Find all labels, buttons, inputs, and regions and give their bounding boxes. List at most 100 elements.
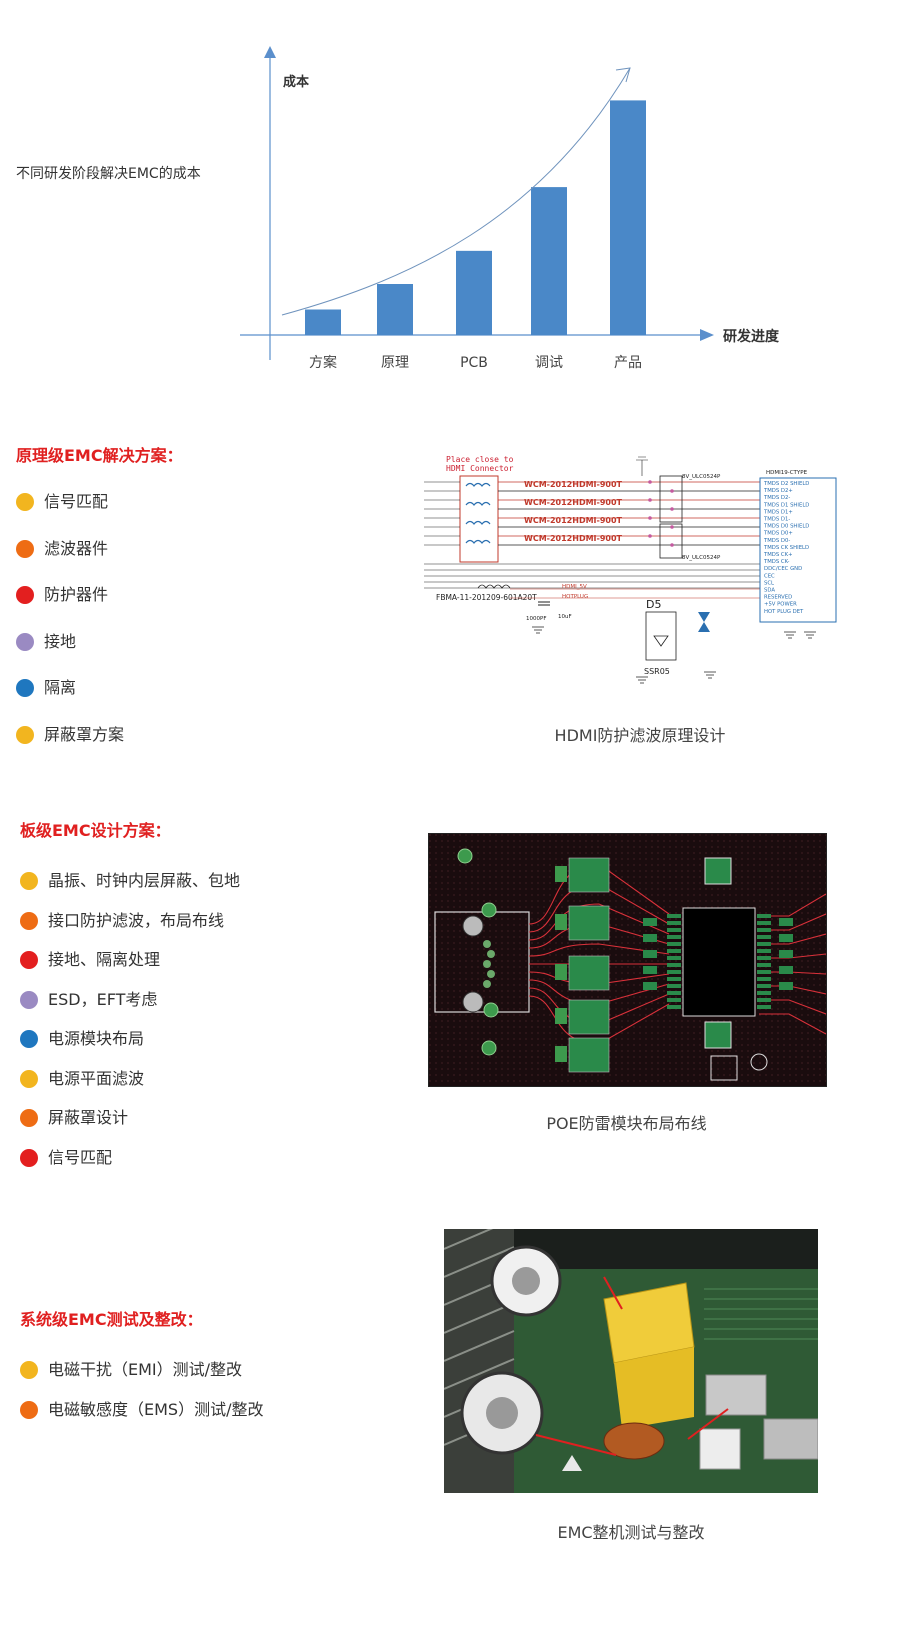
y-axis-label: 成本 <box>283 74 309 90</box>
connector-pin-label: TMDS D1 SHIELD <box>763 502 809 508</box>
emc-caption: EMC整机测试与整改 <box>557 1523 705 1542</box>
bullet-dot-icon <box>20 1148 38 1167</box>
bullet-dot-icon <box>20 1109 38 1127</box>
x-tick-label: 方案 <box>309 354 337 371</box>
bullet-dot-icon <box>16 586 34 604</box>
x-tick-label: PCB <box>460 355 488 371</box>
list-item-label: 隔离 <box>44 678 77 697</box>
choke-part-label: WCM-2012HDMI-900T <box>524 516 623 525</box>
list-item-label: 信号匹配 <box>44 492 109 511</box>
list-item: 信号匹配 <box>16 492 124 512</box>
list-item: 电磁干扰（EMI）测试/整改 <box>20 1360 263 1380</box>
ground-icon <box>804 631 816 639</box>
bullet-dot-icon <box>20 1361 38 1379</box>
choke-part-label: WCM-2012HDMI-900T <box>524 480 623 489</box>
connector-pin-label: TMDS CK+ <box>763 552 793 558</box>
emc-test-photo <box>444 1229 818 1493</box>
svg-text:8V_ULC0524P: 8V_ULC0524P <box>682 555 721 561</box>
schematic-note: Place close to <box>446 455 514 464</box>
connector-pin-label: +5V POWER <box>764 602 797 608</box>
bullet-dot-icon <box>16 725 34 744</box>
connector-pin-label: HOT PLUG DET <box>764 609 804 615</box>
connector-pin-label: TMDS CK- <box>763 559 790 565</box>
section3-list: 电磁干扰（EMI）测试/整改电磁敏感度（EMS）测试/整改 <box>20 1360 263 1440</box>
trend-curve <box>281 67 631 316</box>
list-item: 晶振、时钟内层屏蔽、包地 <box>20 871 240 891</box>
trend-arrow-icon <box>615 67 631 83</box>
list-item: 屏蔽罩方案 <box>16 725 124 745</box>
list-item-label: 电磁敏感度（EMS）测试/整改 <box>48 1400 264 1419</box>
ground-icon <box>704 671 716 679</box>
list-item-label: 电源平面滤波 <box>48 1068 145 1088</box>
bullet-dot-icon <box>20 872 38 890</box>
bullet-dot-icon <box>20 1401 38 1419</box>
x-axis-arrow-icon <box>700 329 714 341</box>
list-item: 接地 <box>16 632 124 652</box>
component-pad <box>568 857 610 893</box>
list-item: 电磁敏感度（EMS）测试/整改 <box>20 1400 263 1420</box>
bullet-dot-icon <box>20 1030 38 1048</box>
connector-pin-label: SDA <box>764 588 775 594</box>
connector-pin-label: TMDS CK SHIELD <box>763 545 809 551</box>
ground-icon <box>636 676 648 684</box>
toroid-coil <box>603 1422 665 1460</box>
svg-text:1000PF: 1000PF <box>526 616 546 622</box>
connector-label: HDMI19-CTYPE <box>766 470 808 476</box>
list-item-label: 晶振、时钟内层屏蔽、包地 <box>48 871 241 890</box>
list-item-label: 防护器件 <box>44 585 109 604</box>
connector-pin-label: TMDS D0+ <box>763 531 793 537</box>
list-item: 隔离 <box>16 678 124 698</box>
red-arrow-icon <box>687 1408 729 1440</box>
connector-pin-label: TMDS D2- <box>763 495 790 501</box>
esd-chip <box>659 523 683 559</box>
red-arrow-icon <box>603 1276 623 1310</box>
list-item: 滤波器件 <box>16 539 124 559</box>
bar <box>531 187 567 335</box>
bullet-dot-icon <box>16 539 34 558</box>
component-pad <box>568 955 610 991</box>
esd-chip <box>659 475 683 523</box>
bullet-dot-icon <box>20 911 38 930</box>
bullet-dot-icon <box>16 493 34 511</box>
list-item-label: 滤波器件 <box>44 538 109 558</box>
connector-pin-label: TMDS D0- <box>763 538 790 544</box>
connector-pin-label: RESERVED <box>764 595 792 601</box>
choke-coil-icon <box>465 539 491 544</box>
x-axis-label: 研发进度 <box>723 328 780 345</box>
list-item: 接口防护滤波，布局布线 <box>20 911 240 931</box>
list-item: 屏蔽罩设计 <box>20 1108 240 1128</box>
svg-text:HDMI_5V: HDMI_5V <box>562 584 587 590</box>
x-tick-label: 调试 <box>535 355 563 371</box>
connector-pin-label: SCL <box>764 580 774 586</box>
list-item: 信号匹配 <box>20 1148 240 1168</box>
choke-coil-icon <box>465 520 491 525</box>
connector-pin-label: TMDS D2+ <box>763 488 793 494</box>
y-axis-arrow-icon <box>264 46 276 58</box>
connector-pin-label: TMDS D1+ <box>763 509 793 515</box>
svg-text:8V_ULC0524P: 8V_ULC0524P <box>682 474 721 480</box>
main-chip <box>682 907 756 1017</box>
svg-text:HOTPLUG: HOTPLUG <box>562 594 588 600</box>
list-item-label: 接口防护滤波，布局布线 <box>48 910 225 930</box>
connector-pin-label: CEC <box>764 573 775 579</box>
bar <box>456 250 492 335</box>
list-item-label: 电源模块布局 <box>48 1029 145 1048</box>
component-pad <box>568 905 610 941</box>
section1-list: 信号匹配滤波器件防护器件接地隔离屏蔽罩方案 <box>16 492 124 771</box>
diode-part-label: SSR05 <box>644 667 670 676</box>
connector-pin-label: TMDS D2 SHIELD <box>763 481 809 487</box>
choke-part-label: WCM-2012HDMI-900T <box>524 534 623 543</box>
list-item-label: 屏蔽罩方案 <box>44 724 125 744</box>
bar <box>377 284 413 335</box>
list-item-label: ESD，EFT考虑 <box>48 989 158 1009</box>
svg-text:10uF: 10uF <box>558 614 572 620</box>
bullet-dot-icon <box>20 951 38 969</box>
hdmi-caption: HDMI防护滤波原理设计 <box>554 726 726 745</box>
list-item: 电源模块布局 <box>20 1029 240 1049</box>
choke-block <box>459 475 499 563</box>
section3-title: 系统级EMC测试及整改： <box>20 1310 203 1329</box>
section2-list: 晶振、时钟内层屏蔽、包地接口防护滤波，布局布线接地、隔离处理 ESD，EFT考虑电… <box>20 871 240 1187</box>
list-item-label: 接地、隔离处理 <box>48 950 161 969</box>
bullet-dot-icon <box>20 990 38 1009</box>
